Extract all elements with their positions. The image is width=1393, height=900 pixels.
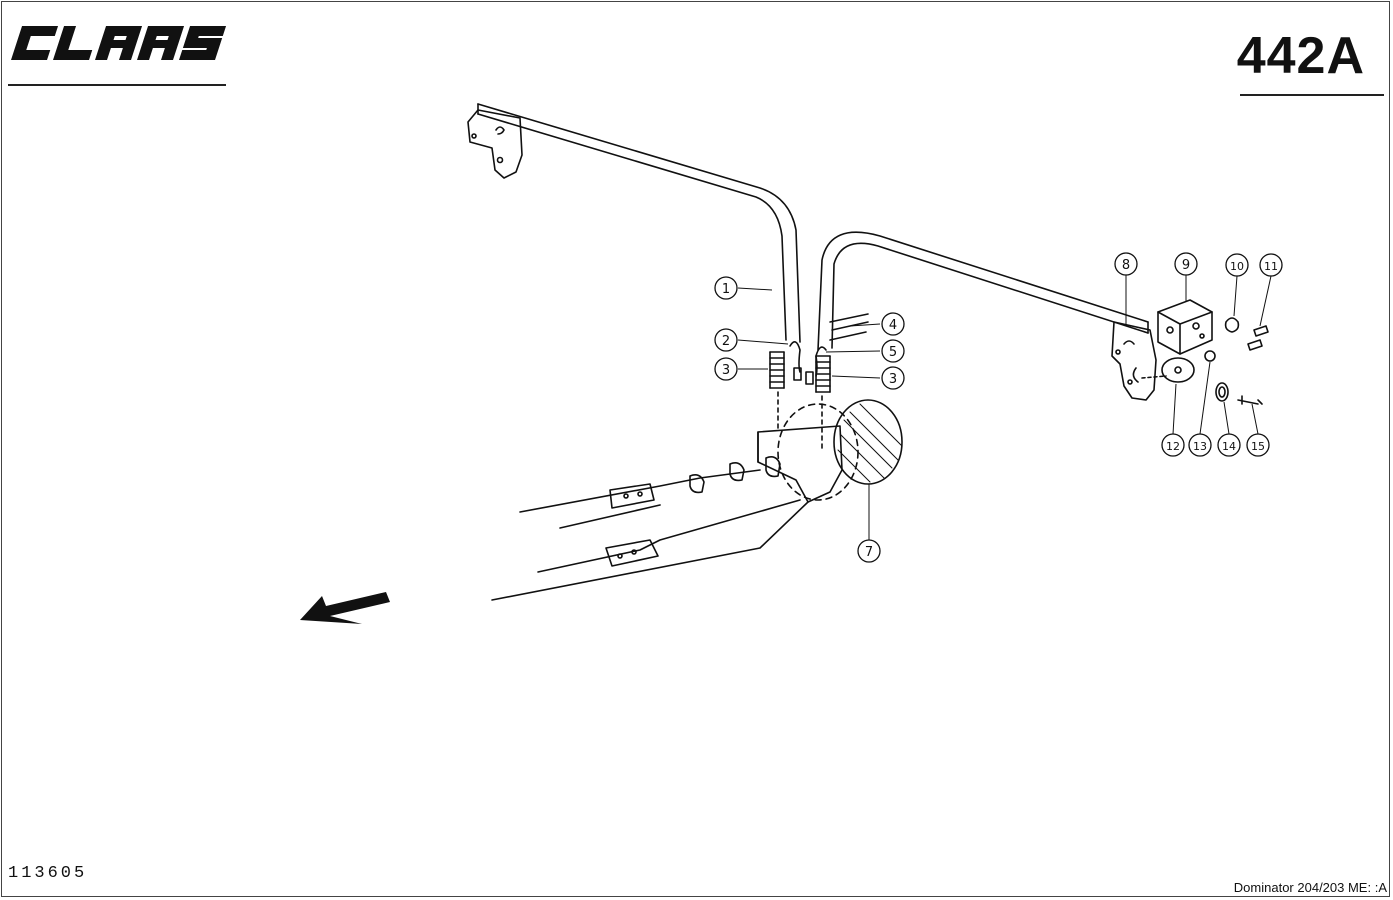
callout-12: 12 (1161, 433, 1185, 457)
svg-text:14: 14 (1222, 440, 1236, 453)
claas-logo (11, 26, 227, 60)
svg-text:4: 4 (889, 318, 897, 333)
callout-10: 10 (1225, 253, 1249, 277)
pad-part (833, 399, 903, 485)
logo-underline (8, 84, 226, 86)
svg-text:10: 10 (1230, 260, 1244, 273)
svg-text:9: 9 (1182, 258, 1190, 273)
drawing-number: 113605 (8, 864, 88, 883)
svg-text:1: 1 (722, 282, 730, 297)
sheet-number: 442A (1236, 27, 1365, 85)
callout-3-left: 3 (714, 357, 738, 381)
callout-3-right: 3 (881, 366, 905, 390)
svg-text:3: 3 (722, 363, 730, 378)
callout-15: 15 (1246, 433, 1270, 457)
right-bracket (1111, 321, 1157, 401)
direction-arrow (300, 592, 390, 624)
left-bracket (467, 109, 523, 179)
svg-text:2: 2 (722, 334, 730, 349)
svg-text:5: 5 (889, 345, 897, 360)
callout-9: 9 (1174, 252, 1198, 276)
svg-text:12: 12 (1166, 440, 1180, 453)
callout-13: 13 (1188, 433, 1212, 457)
callout-11: 11 (1259, 253, 1283, 277)
svg-text:15: 15 (1251, 440, 1265, 453)
right-tube (817, 231, 1149, 351)
callout-8: 8 (1114, 252, 1138, 276)
block-part (1157, 299, 1213, 355)
left-spring (769, 351, 785, 389)
svg-text:3: 3 (889, 372, 897, 387)
callout-2: 2 (714, 328, 738, 352)
model-reference: Dominator 204/203 ME: :A (1233, 880, 1387, 895)
svg-text:11: 11 (1264, 260, 1278, 273)
left-tube (477, 103, 801, 343)
callout-1: 1 (714, 276, 738, 300)
right-spring (815, 355, 831, 393)
svg-text:7: 7 (865, 545, 873, 560)
callout-4: 4 (881, 312, 905, 336)
sheet-number-underline (1240, 94, 1384, 96)
svg-text:8: 8 (1122, 258, 1130, 273)
frame-beam (757, 425, 843, 503)
callout-5: 5 (881, 339, 905, 363)
svg-text:13: 13 (1193, 440, 1207, 453)
callout-14: 14 (1217, 433, 1241, 457)
callout-7: 7 (857, 539, 881, 563)
